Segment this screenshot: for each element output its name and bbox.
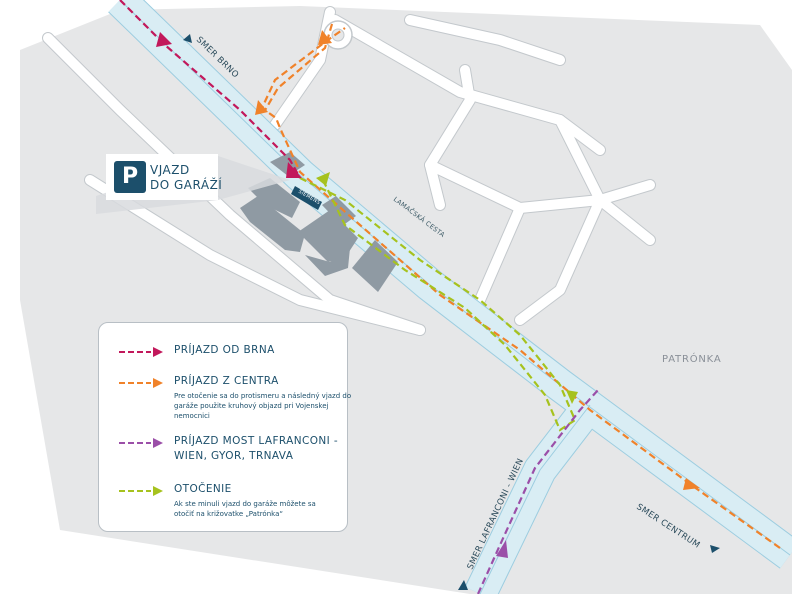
direction-arrow-brno (183, 34, 192, 43)
route-turnaround (299, 177, 577, 432)
garage-entry-title-line2: DO GARÁŽÍ (150, 178, 223, 192)
legend-title-turnaround: OTOČENIE (174, 483, 232, 495)
legend-title-brno: PRÍJAZD OD BRNA (174, 344, 275, 356)
legend-line-turnaround (119, 486, 163, 496)
route-lafranconi-arrow (496, 540, 508, 558)
route-turnaround-arrow-1 (316, 172, 330, 186)
parking-icon: P (114, 161, 146, 193)
route-centrum-arrow-3 (318, 30, 332, 45)
label-patronka: PATRÓNKA (662, 352, 722, 365)
route-centrum (260, 27, 781, 549)
legend-title-centrum: PRÍJAZD Z CENTRA (174, 375, 279, 387)
route-brno-arrow-1 (156, 32, 172, 47)
garage-entry-title-line1: VJAZD (150, 163, 190, 177)
legend-line-brno (119, 347, 163, 357)
legend-line-lafranconi (119, 438, 163, 448)
legend-title-lafranconi: PRÍJAZD MOST LAFRANCONI - (174, 435, 339, 447)
legend-desc-centrum: Pre otočenie sa do protismeru a následný… (174, 392, 352, 420)
legend-title-lafranconi-line2: WIEN, GYOR, TRNAVA (174, 450, 294, 462)
route-lafranconi (476, 389, 599, 594)
route-centrum-arrow-2 (255, 100, 268, 115)
route-centrum-return (263, 23, 334, 113)
direction-arrow-centrum (710, 545, 720, 553)
route-brno-arrow-2 (286, 162, 302, 178)
route-centrum-arrow-1 (683, 478, 700, 490)
legend-desc-turnaround: Ak ste minuli vjazd do garáže môžete sa … (174, 500, 316, 518)
route-legend: PRÍJAZD OD BRNA PRÍJAZD Z CENTRA Pre oto… (98, 322, 351, 532)
legend-line-centrum (119, 378, 163, 388)
route-turnaround-arrow-2 (566, 390, 578, 404)
direction-arrow-lafranconi (458, 580, 468, 590)
